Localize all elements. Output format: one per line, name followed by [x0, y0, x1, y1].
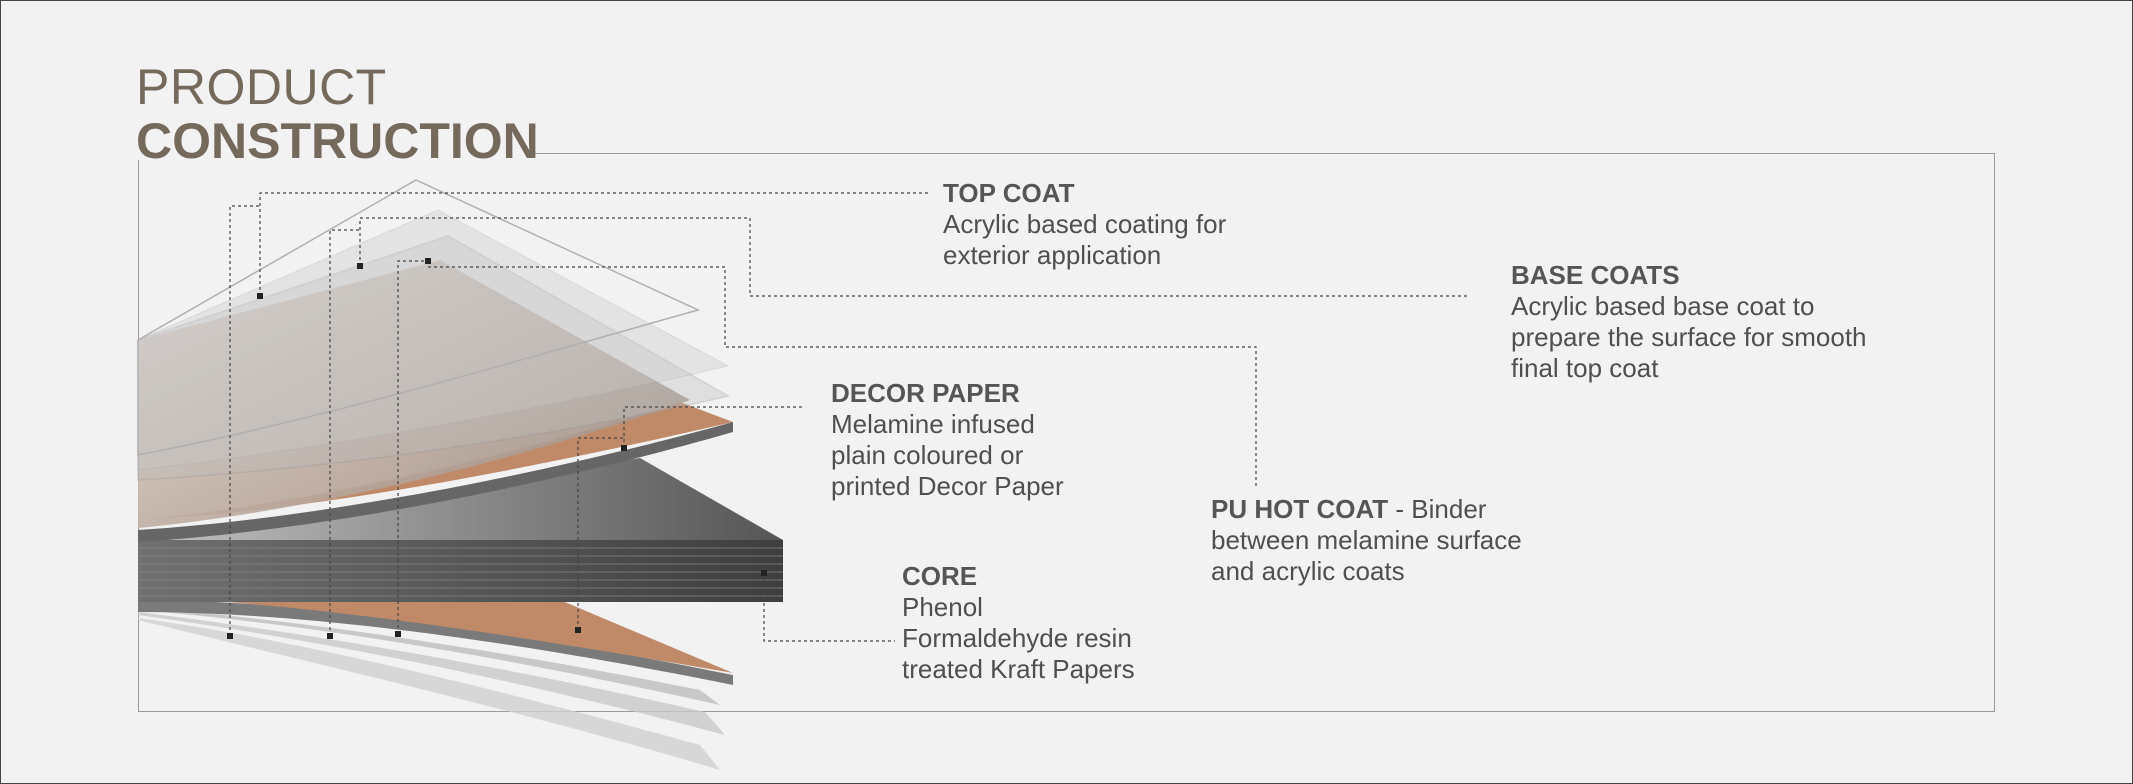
label-core: CORE Phenol Formaldehyde resin treated K…: [902, 561, 1135, 685]
label-pu-hot-coat: PU HOT COAT - Binder between melamine su…: [1211, 494, 1522, 587]
top-coat-dot: [257, 293, 263, 299]
label-pu-hot-coat-heading: PU HOT COAT: [1211, 494, 1389, 524]
label-decor-paper-heading: DECOR PAPER: [831, 378, 1020, 408]
top-coat-bottom-dot: [227, 633, 233, 639]
label-decor-paper: DECOR PAPER Melamine infused plain colou…: [831, 378, 1064, 502]
base-coat-bottom-dot: [327, 633, 333, 639]
bottom-kraft-sheet: [138, 600, 733, 685]
panel-title-gap: [130, 146, 535, 160]
label-pu-hot-coat-separator: - Binder: [1388, 494, 1487, 524]
core-front-face: [138, 540, 783, 602]
pu-coat-bottom-dot: [395, 631, 401, 637]
leader-dots: [227, 258, 767, 639]
lower-sheets: [138, 600, 733, 770]
core-dot: [761, 570, 767, 576]
decor-paper-sheet: [138, 260, 690, 528]
base-coat-sheet: [137, 209, 730, 471]
label-pu-hot-coat-description: between melamine surface and acrylic coa…: [1211, 525, 1522, 586]
kraft-edge: [138, 422, 733, 542]
label-top-coat-description: Acrylic based coating for exterior appli…: [943, 209, 1227, 270]
label-base-coats: BASE COATS Acrylic based base coat to pr…: [1511, 260, 1867, 384]
base-coat-dot: [357, 263, 363, 269]
top-coat-sheet: [137, 179, 701, 456]
title-line-2: CONSTRUCTION: [136, 113, 539, 169]
label-base-coats-heading: BASE COATS: [1511, 260, 1680, 290]
label-base-coats-description: Acrylic based base coat to prepare the s…: [1511, 291, 1867, 383]
label-top-coat-heading: TOP COAT: [943, 178, 1075, 208]
label-decor-paper-description: Melamine infused plain coloured or print…: [831, 409, 1064, 501]
pu-hot-coat-sheet: [137, 235, 731, 481]
label-top-coat: TOP COAT Acrylic based coating for exter…: [943, 178, 1226, 271]
label-core-description: Phenol Formaldehyde resin treated Kraft …: [902, 592, 1135, 684]
page-title: PRODUCT CONSTRUCTION: [136, 62, 539, 166]
leader-lines: [229, 192, 1470, 642]
decor-dot: [621, 445, 627, 451]
title-line-1: PRODUCT: [136, 59, 387, 115]
decor-bottom-dot: [575, 627, 581, 633]
upper-sheets: [137, 179, 733, 542]
pu-coat-dot: [425, 258, 431, 264]
bottom-decor-sheet: [200, 600, 733, 673]
bottom-coat-sheet-1: [138, 618, 720, 770]
label-core-heading: CORE: [902, 561, 978, 591]
